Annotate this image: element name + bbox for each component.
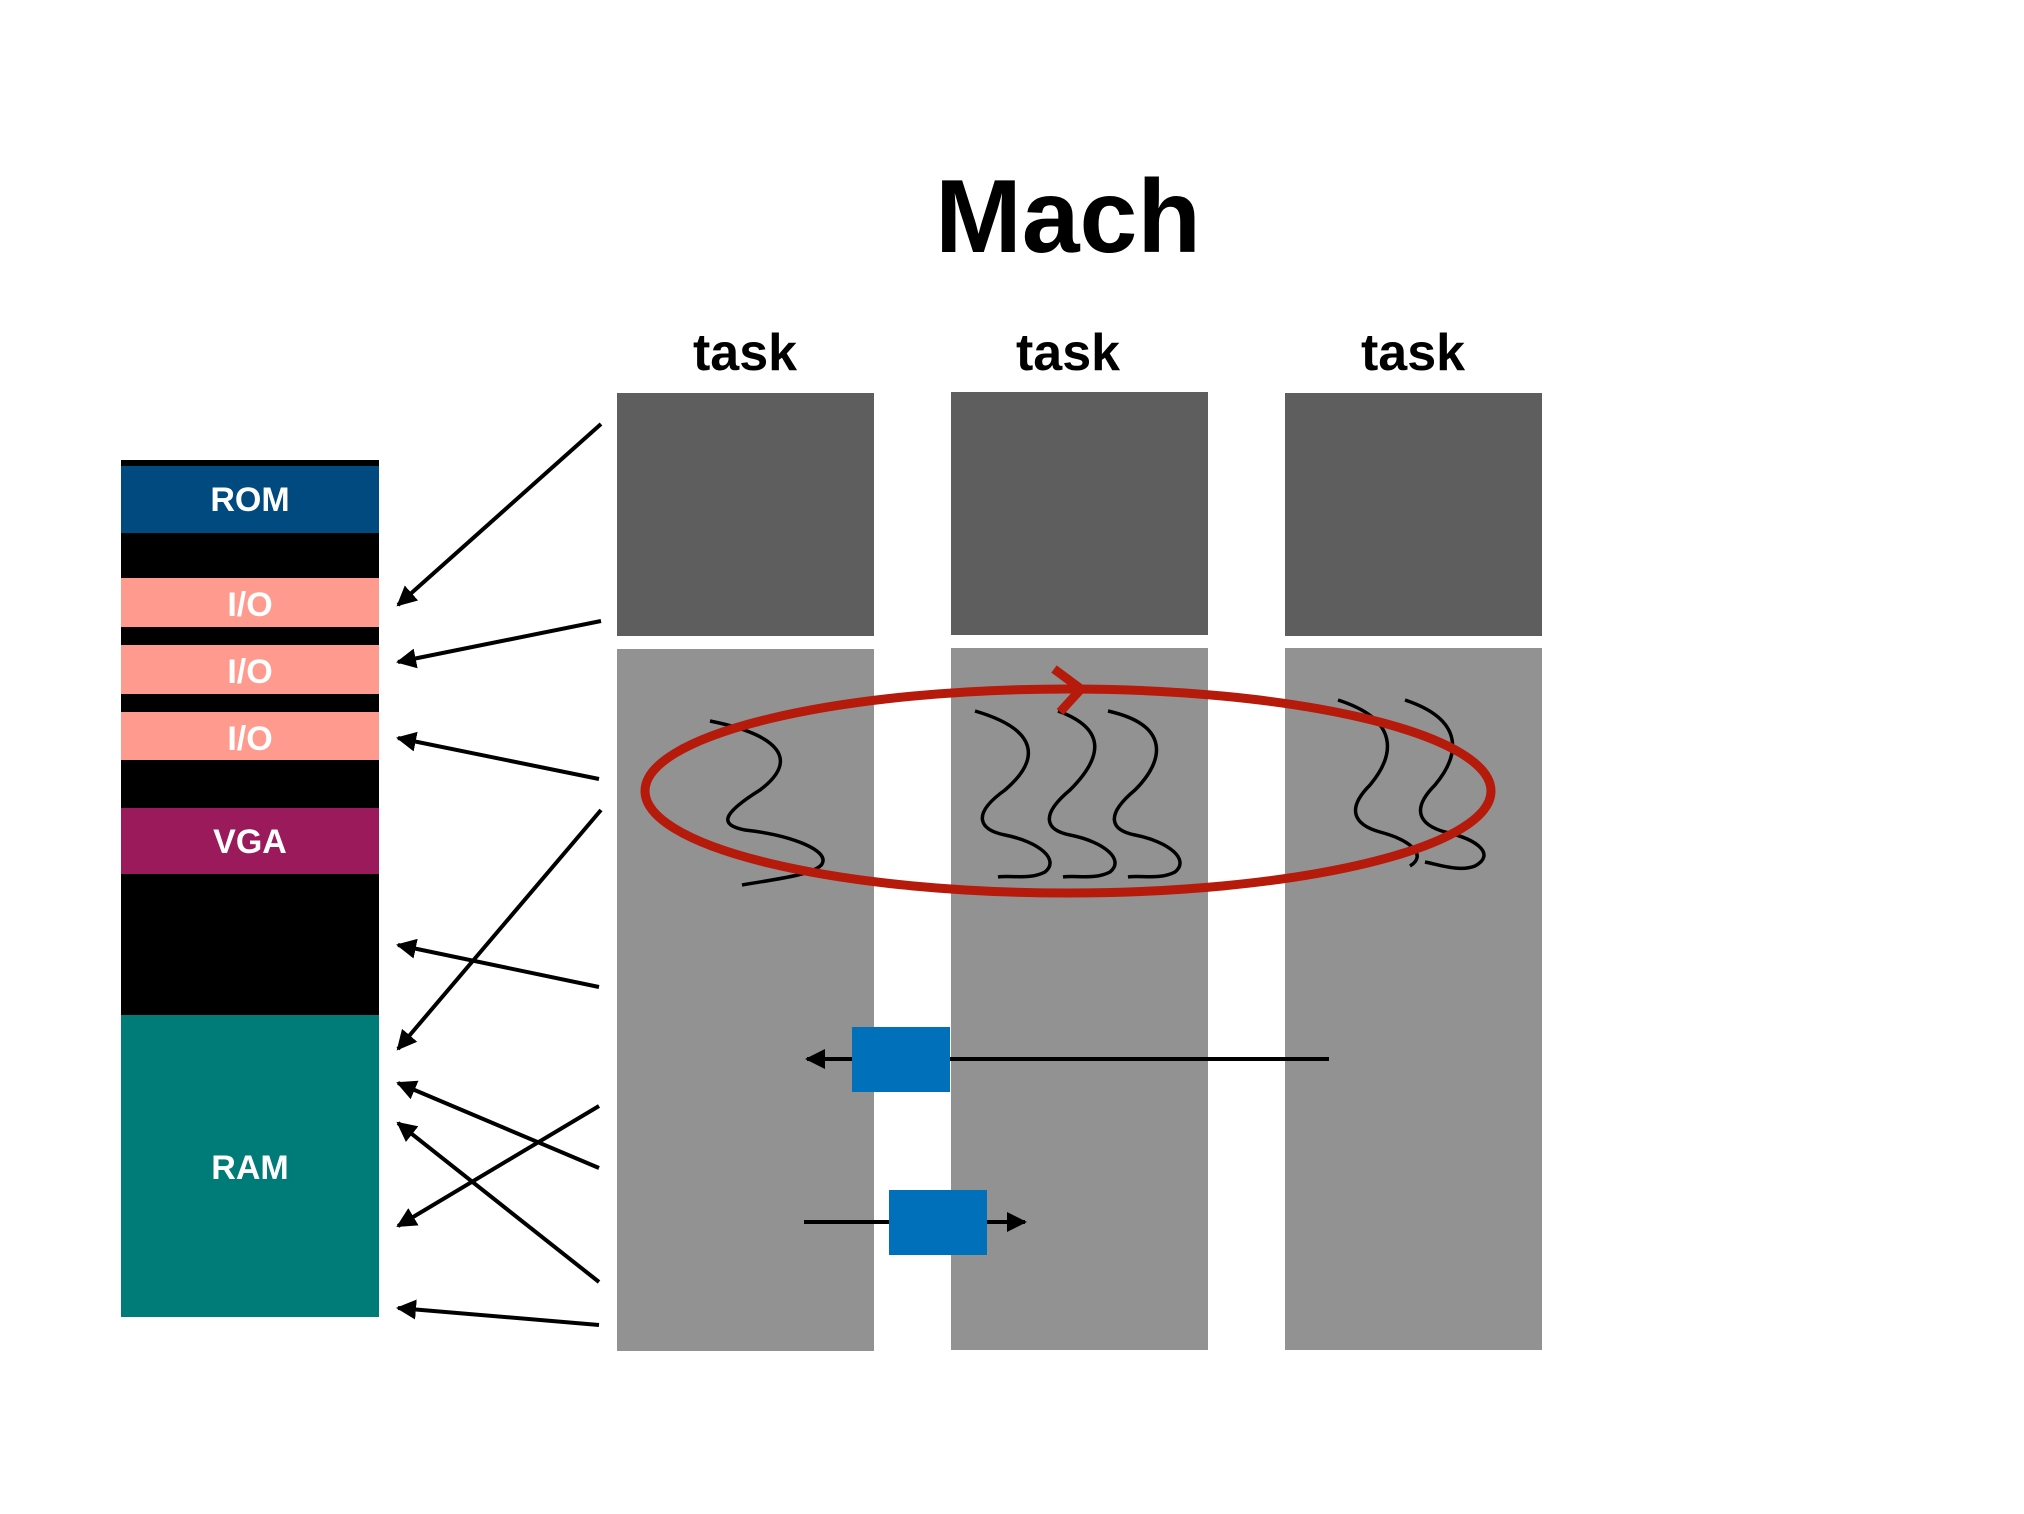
mapping-arrow: [396, 1299, 600, 1327]
task-address-space: [1285, 648, 1542, 1350]
mapping-arrow: [396, 619, 602, 669]
task-kernel-block: [617, 393, 874, 636]
memory-mapping-arrows: [396, 422, 603, 1327]
memory-segment-gap: [121, 874, 379, 1015]
circular-arrow-ring-icon: [640, 665, 1496, 898]
memory-label-io: I/O: [227, 586, 272, 624]
mapping-arrow: [396, 1104, 601, 1228]
task-column-2: [951, 392, 1208, 1350]
mapping-arrow: [396, 938, 600, 989]
memory-segment-rom: [121, 466, 379, 533]
memory-label-rom: ROM: [210, 481, 289, 519]
memory-label-io: I/O: [227, 653, 272, 691]
task-label-3: task: [1361, 324, 1465, 382]
task-address-space: [951, 648, 1208, 1350]
scheduler-direction-arrowhead: [1051, 665, 1088, 716]
mapping-arrow: [396, 731, 600, 781]
memory-label-ram: RAM: [211, 1149, 288, 1187]
memory-segment-io: [121, 712, 379, 760]
mapping-arrow: [396, 1080, 600, 1170]
memory-segment-vga: [121, 808, 379, 874]
thread-line: [1107, 709, 1182, 879]
task-column-3: [1285, 393, 1542, 1350]
memory-segment-gap: [121, 760, 379, 808]
memory-segment-gap: [121, 627, 379, 645]
mapping-arrow: [396, 1121, 601, 1284]
thread-line: [974, 709, 1052, 879]
memory-segment-io: [121, 578, 379, 627]
task-kernel-block: [1285, 393, 1542, 636]
memory-segment-gap: [121, 694, 379, 712]
task-address-space: [617, 649, 874, 1351]
mapping-arrow: [396, 808, 603, 1051]
memory-segment-ram: [121, 1015, 379, 1317]
memory-label-vga: VGA: [213, 823, 287, 861]
scheduler-ring: [640, 684, 1496, 898]
memory-map: ROM I/O I/O I/O VGA RAM: [121, 460, 379, 1317]
task-label-2: task: [1016, 324, 1120, 382]
memory-segment-io: [121, 645, 379, 694]
message-box-arrow-icon: [804, 1027, 1329, 1255]
diagram-title: Mach: [935, 159, 1201, 275]
memory-segment-top-edge: [121, 460, 379, 466]
ipc-message-box: [889, 1190, 987, 1255]
mapping-arrow: [396, 422, 603, 607]
ipc-message-box: [852, 1027, 950, 1092]
memory-label-io: I/O: [227, 720, 272, 758]
task-label-1: task: [693, 324, 797, 382]
thread-line: [1337, 698, 1419, 868]
task-kernel-block: [951, 392, 1208, 635]
thread-line: [1047, 709, 1117, 879]
memory-segment-gap: [121, 533, 379, 578]
